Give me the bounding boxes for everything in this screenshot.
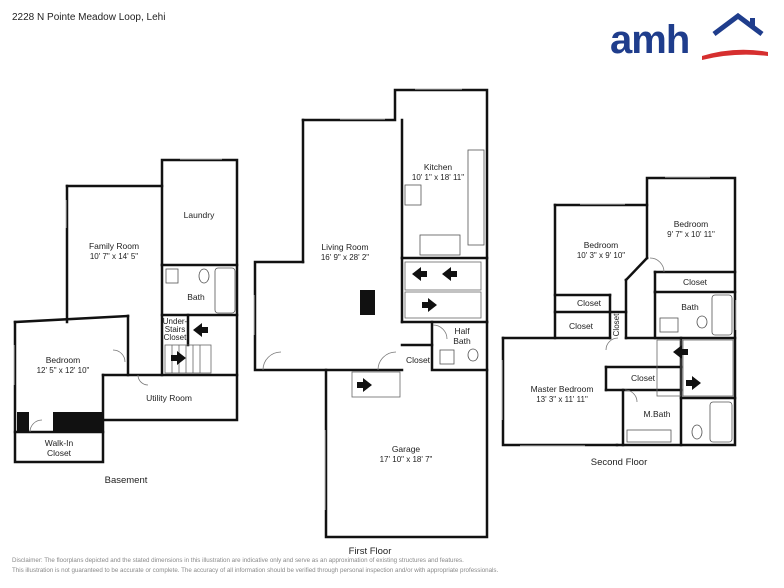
family-room-label: Family Room	[89, 241, 139, 251]
closet-a-label: Closet	[577, 298, 602, 308]
first-floor-label: First Floor	[349, 546, 392, 557]
stairs	[164, 261, 734, 398]
second-bedroom-b-dims: 9' 7" x 10' 11"	[667, 230, 715, 239]
property-address: 2228 N Pointe Meadow Loop, Lehi	[12, 12, 166, 23]
second-bedroom-a-label: Bedroom	[584, 240, 619, 250]
second-floor-walls	[501, 176, 737, 447]
disclaimer-line-1: Disclaimer: The floorplans depicted and …	[12, 557, 464, 564]
closet-d-label: Closet	[683, 277, 708, 287]
bathtub	[214, 267, 236, 314]
second-floor-label: Second Floor	[591, 457, 648, 468]
fireplace	[360, 290, 375, 315]
basement-bedroom-dims: 12' 5" x 12' 10"	[37, 366, 90, 375]
first-floor-walls	[253, 88, 489, 539]
counter	[467, 149, 485, 246]
utility-room-label: Utility Room	[146, 393, 192, 403]
window-marks	[13, 88, 737, 510]
under-stairs-closet-line-2: Stairs	[165, 325, 185, 334]
brand-wordmark: amh	[610, 18, 690, 62]
laundry-label: Laundry	[184, 210, 215, 220]
half-bath-line-2: Bath	[453, 336, 471, 346]
basement-walls	[13, 158, 239, 464]
walk-in-closet-line-2: Closet	[47, 448, 72, 458]
fixtures	[165, 149, 733, 443]
master-bedroom-dims: 13' 3" x 11' 11"	[536, 395, 588, 404]
walk-in-closet-line-1: Walk-In	[45, 438, 74, 448]
range	[419, 234, 461, 256]
toilet	[696, 315, 708, 329]
bathtub	[711, 294, 733, 336]
double-sink	[626, 429, 672, 443]
stair-arrows	[171, 267, 701, 392]
closet-e-label: Closet	[631, 373, 656, 383]
disclaimer-line-2: This illustration is not guaranteed to b…	[12, 567, 499, 574]
sink	[659, 317, 679, 333]
garage-label: Garage	[392, 444, 421, 454]
toilet	[467, 348, 479, 362]
living-room-dims: 16' 9" x 28' 2"	[321, 253, 369, 262]
sink	[439, 349, 455, 365]
door-swings	[29, 257, 665, 433]
disclaimer: Disclaimer: The floorplans depicted and …	[12, 556, 772, 576]
second-bedroom-a-dims: 10' 3" x 9' 10"	[577, 251, 625, 260]
toilet	[198, 268, 210, 284]
amh-logo: amh	[610, 12, 770, 64]
closet-b-label: Closet	[569, 321, 594, 331]
fridge	[404, 184, 422, 206]
family-room-dims: 10' 7" x 14' 5"	[90, 252, 138, 261]
basement-floor-label: Basement	[105, 475, 148, 486]
first-floor-closet-label: Closet	[406, 355, 431, 365]
living-room-label: Living Room	[321, 242, 368, 252]
walk-in-closet-shelf	[17, 412, 29, 432]
bathtub	[709, 401, 733, 443]
basement-bath-label: Bath	[187, 292, 205, 302]
kitchen-label: Kitchen	[424, 162, 453, 172]
second-bath-label: Bath	[681, 302, 699, 312]
toilet	[691, 424, 703, 440]
garage-dims: 17' 10" x 18' 7"	[380, 455, 433, 464]
half-bath-line-1: Half	[454, 326, 470, 336]
second-bedroom-b-label: Bedroom	[674, 219, 709, 229]
closet-c-label: Closet	[612, 313, 621, 336]
basement-bedroom-label: Bedroom	[46, 355, 81, 365]
walk-in-closet-shelf	[53, 412, 103, 432]
under-stairs-closet-line-3: Closet	[164, 333, 187, 342]
kitchen-dims: 10' 1" x 18' 11"	[412, 173, 464, 182]
master-bedroom-label: Master Bedroom	[531, 384, 594, 394]
house-roof-icon	[702, 12, 768, 60]
under-stairs-closet-line-1: Under-	[163, 317, 188, 326]
sink	[165, 268, 179, 284]
master-bath-label: M.Bath	[644, 409, 671, 419]
